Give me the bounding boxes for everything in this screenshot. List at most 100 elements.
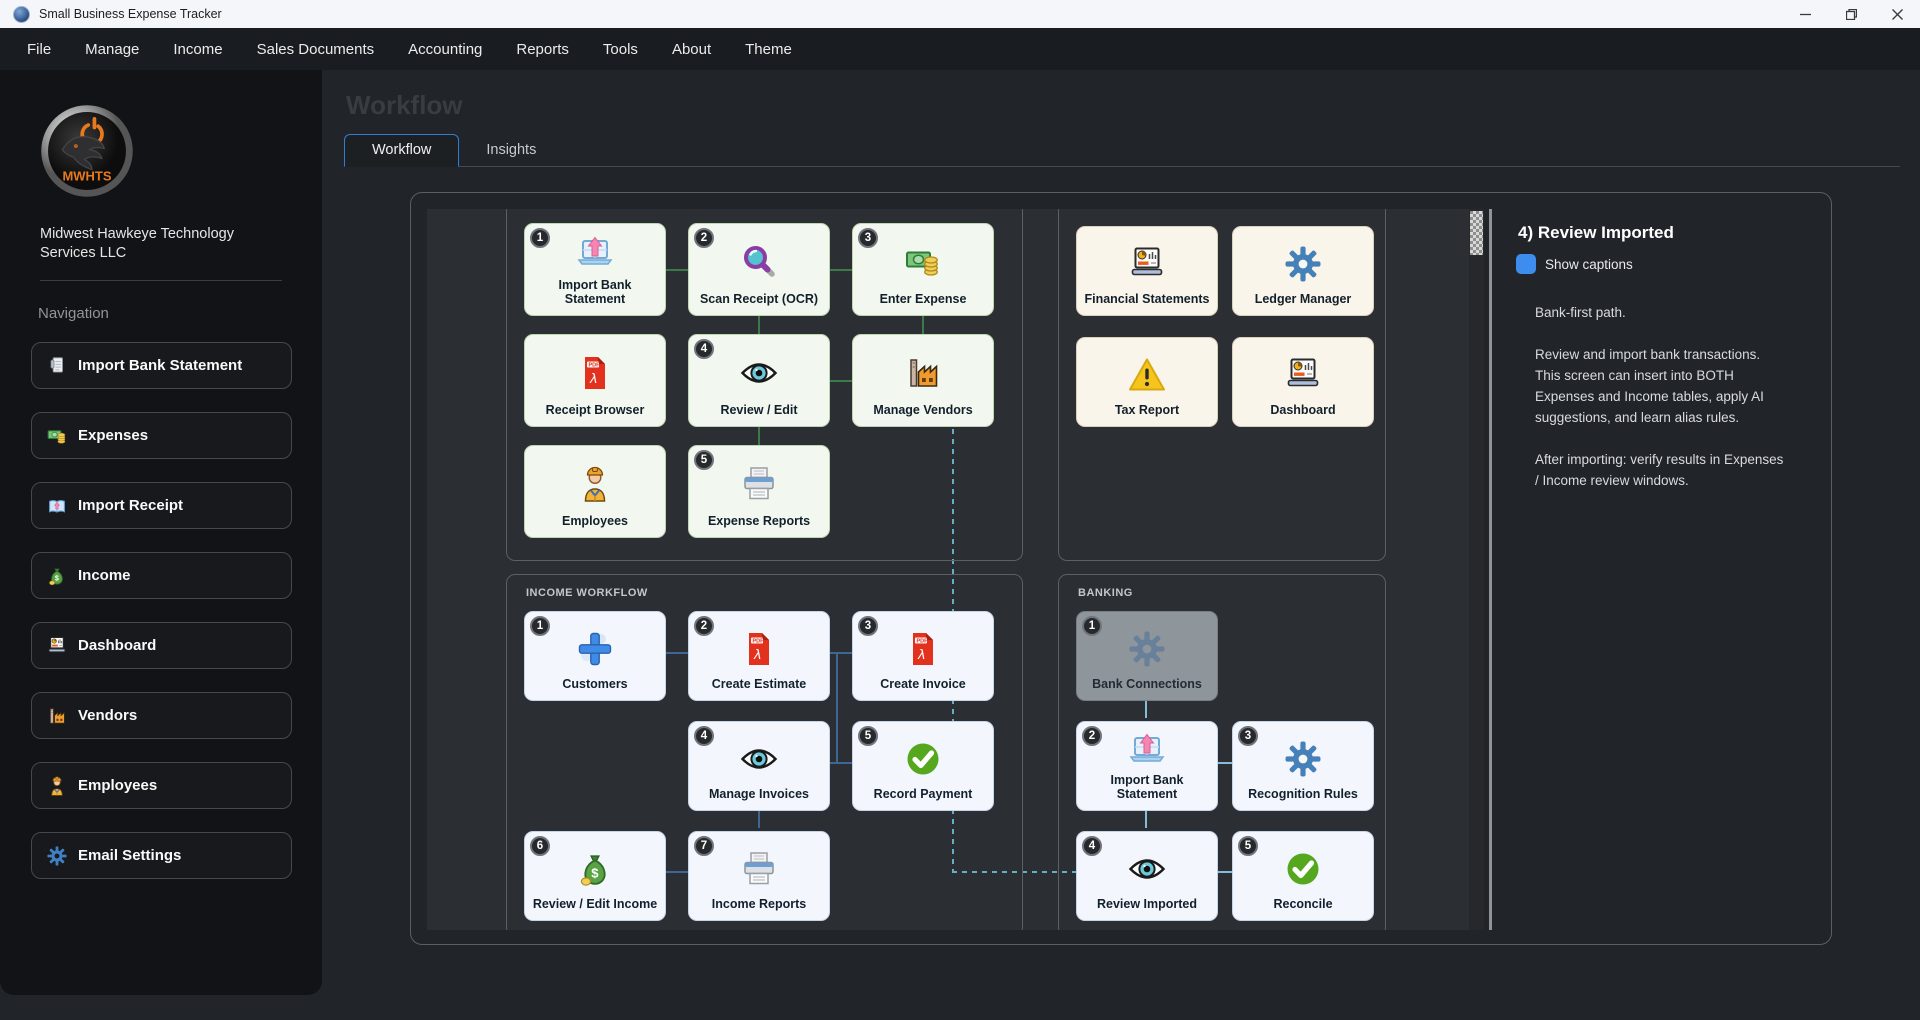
connector-line [830,269,852,271]
close-button[interactable] [1874,0,1920,28]
step-number-badge: 5 [694,450,714,470]
connector-line [1218,871,1232,873]
gear-icon [1283,722,1323,787]
workflow-card[interactable]: 5 Expense Reports [688,445,830,538]
workflow-card[interactable]: 2 Scan Receipt (OCR) [688,223,830,316]
menu-item[interactable]: Sales Documents [256,40,375,58]
sidebar-nav-button[interactable]: Income [31,552,292,599]
sidebar-nav-button[interactable]: Employees [31,762,292,809]
pdf-icon [575,335,615,403]
check-icon [903,722,943,787]
page-title: Workflow [346,90,463,120]
sidebar-nav: Import Bank Statement Expenses Import Re… [0,342,322,879]
workflow-card[interactable]: Employees [524,445,666,538]
connector-line [1145,806,1147,828]
sidebar: MWHTS Midwest Hawkeye Technology Service… [0,70,322,995]
step-number-badge: 3 [858,228,878,248]
company-name: Midwest Hawkeye Technology Services LLC [40,226,234,261]
navigation-section-label: Navigation [38,305,109,322]
workflow-card[interactable]: Receipt Browser [524,334,666,427]
connector-line [836,652,838,763]
pdf-icon [903,612,943,677]
workflow-card[interactable]: Ledger Manager [1232,226,1374,316]
info-paragraph: After importing: verify results in Expen… [1535,452,1784,488]
connector-line [758,316,760,336]
canvas-scrollbar[interactable] [1469,209,1484,930]
laptop-chart-icon [1127,227,1167,292]
info-paragraph: Bank-first path. [1535,305,1626,320]
connector-line [666,652,688,654]
laptop-up-icon [1127,722,1167,773]
connector-line-dashed [952,871,1076,873]
workflow-card[interactable]: 6 Review / Edit Income [524,831,666,921]
workflow-card[interactable]: 3 Recognition Rules [1232,721,1374,811]
step-number-badge: 4 [1082,836,1102,856]
sidebar-nav-button[interactable]: Dashboard [31,622,292,669]
info-body: Bank-first path. Review and import bank … [1535,302,1785,491]
restore-button[interactable] [1828,0,1874,28]
menu-item[interactable]: Tools [602,40,638,58]
workflow-card[interactable]: 1 Import Bank Statement [524,223,666,316]
workflow-card[interactable]: 2 Create Estimate [688,611,830,701]
workflow-card[interactable]: 5 Reconcile [1232,831,1374,921]
workflow-card[interactable]: 2 Import Bank Statement [1076,721,1218,811]
gear-icon [1283,227,1323,292]
sidebar-nav-button[interactable]: Import Bank Statement [31,342,292,389]
step-number-badge: 3 [858,616,878,636]
scrollbar-thumb[interactable] [1470,211,1483,255]
factory-icon [903,335,943,403]
workflow-card[interactable]: 1 Customers [524,611,666,701]
workflow-card[interactable]: 4 Manage Invoices [688,721,830,811]
step-number-badge: 2 [694,228,714,248]
workflow-card[interactable]: 7 Income Reports [688,831,830,921]
tab[interactable]: Workflow [344,134,460,167]
workflow-card[interactable]: 1 Bank Connections [1076,611,1218,701]
menu-item[interactable]: Theme [745,40,792,58]
printer-icon [739,446,779,514]
workflow-card[interactable]: Manage Vendors [852,334,994,427]
show-captions-checkbox[interactable] [1516,254,1536,274]
eye-icon [739,722,779,787]
gear-icon [1127,612,1167,677]
sidebar-nav-button[interactable]: Email Settings [31,832,292,879]
workflow-card[interactable]: 3 Create Invoice [852,611,994,701]
check-icon [1283,832,1323,897]
workflow-card[interactable]: 3 Enter Expense [852,223,994,316]
step-number-badge: 1 [530,228,550,248]
sidebar-nav-button[interactable]: Vendors [31,692,292,739]
magnifier-icon [739,224,779,292]
worker-icon [46,775,68,797]
pdf-icon [739,612,779,677]
workflow-card[interactable]: 4 Review / Edit [688,334,830,427]
menu-item[interactable]: Reports [516,40,569,58]
window-titlebar: Small Business Expense Tracker [0,0,1920,28]
menu-item[interactable]: Income [173,40,223,58]
minimize-button[interactable] [1782,0,1828,28]
sidebar-nav-button[interactable]: Import Receipt [31,482,292,529]
info-panel: 4) Review Imported Show captions Bank-fi… [1504,209,1820,930]
menu-item[interactable]: Accounting [408,40,483,58]
printer-icon [739,832,779,897]
laptop-chart-icon [1283,338,1323,403]
tab[interactable]: Insights [486,142,537,158]
workflow-card[interactable]: 4 Review Imported [1076,831,1218,921]
step-number-badge: 6 [530,836,550,856]
workflow-card[interactable]: Financial Statements [1076,226,1218,316]
group-reports: Financial Statements Ledger Manager [1058,209,1386,561]
menu-item[interactable]: About [671,40,712,58]
connector-line [830,762,852,764]
workflow-card[interactable]: Dashboard [1232,337,1374,427]
group-label: INCOME WORKFLOW [526,587,648,599]
connector-line [830,652,852,654]
laptop-up-icon [575,224,615,278]
workflow-card[interactable]: 5 Record Payment [852,721,994,811]
menu-item[interactable]: Manage [85,40,140,58]
menu-item[interactable]: File [27,40,52,58]
info-paragraph: Review and import bank transactions. Thi… [1535,347,1764,425]
step-number-badge: 5 [858,726,878,746]
company-logo-icon: MWHTS [41,105,133,197]
money-icon [46,425,68,447]
workflow-card[interactable]: Tax Report [1076,337,1218,427]
sidebar-nav-button[interactable]: Expenses [31,412,292,459]
